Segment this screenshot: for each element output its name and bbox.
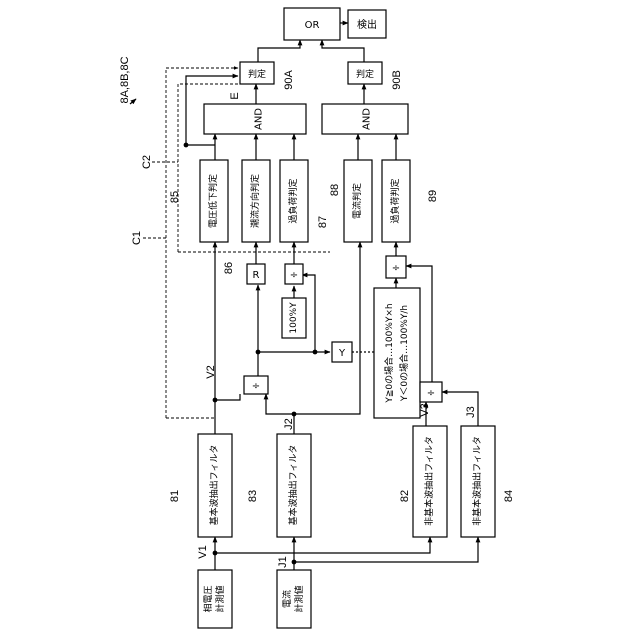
svg-text:計測値: 計測値 [293, 585, 305, 612]
svg-text:÷: ÷ [290, 270, 298, 281]
fundamental-filter-83: 基本波抽出フィルタ [277, 434, 311, 537]
svg-text:非基本波抽出フィルタ: 非基本波抽出フィルタ [423, 436, 435, 526]
svg-text:非基本波抽出フィルタ: 非基本波抽出フィルタ [471, 436, 483, 526]
svg-text:AND: AND [362, 108, 373, 130]
fundamental-filter-81: 基本波抽出フィルタ [198, 434, 232, 537]
label-90a: 90A [283, 70, 295, 90]
svg-text:OR: OR [305, 20, 320, 31]
svg-text:電流: 電流 [281, 590, 293, 608]
svg-text:検出: 検出 [357, 18, 377, 31]
y-block: Y [332, 342, 352, 362]
judge-block-a: 判定 [240, 62, 274, 84]
svg-text:基本波抽出フィルタ: 基本波抽出フィルタ [287, 445, 299, 526]
overload-judge-a: 過負荷判定 [280, 160, 308, 242]
svg-text:AND: AND [254, 108, 265, 130]
label-j3: J3 [465, 406, 477, 418]
divider-1: ÷ [244, 376, 268, 394]
svg-text:電流判定: 電流判定 [351, 183, 363, 219]
label-88: 88 [329, 184, 341, 196]
divider-2: ÷ [285, 264, 303, 284]
label-e: E [229, 92, 241, 99]
label-j1: J1 [277, 556, 289, 568]
label-90b: 90B [391, 70, 403, 90]
figure-ref-label: 8A,8B,8C [119, 56, 131, 103]
svg-text:相電圧: 相電圧 [202, 585, 214, 612]
svg-text:R: R [253, 270, 260, 281]
label-j2: J2 [283, 418, 295, 430]
nonfundamental-filter-82: 非基本波抽出フィルタ [413, 426, 447, 537]
divider-4: ÷ [386, 256, 406, 278]
current-judge: 電流判定 [344, 160, 372, 242]
label-83: 83 [247, 490, 259, 502]
label-85: 85 [169, 191, 181, 203]
svg-text:過負荷判定: 過負荷判定 [287, 178, 299, 223]
overload-judge-b: 過負荷判定 [382, 160, 410, 242]
svg-text:Y＜0の場合…100%Y/h: Y＜0の場合…100%Y/h [398, 305, 410, 402]
and-gate-a: AND [204, 104, 306, 134]
label-c2: C2 [141, 155, 153, 169]
ref-100-block: 100%Y [282, 298, 306, 338]
label-82: 82 [399, 490, 411, 502]
or-gate: OR [284, 8, 340, 40]
r-block: R [247, 264, 265, 284]
label-86: 86 [223, 262, 235, 274]
label-81: 81 [169, 490, 181, 502]
current-meter: 電流 計測値 [277, 570, 311, 628]
svg-text:過負荷判定: 過負荷判定 [389, 178, 401, 223]
label-v2: V2 [205, 365, 217, 378]
svg-text:100%Y: 100%Y [289, 302, 299, 334]
svg-text:÷: ÷ [252, 381, 260, 392]
svg-text:Y≧0の場合…100%Y×h: Y≧0の場合…100%Y×h [383, 303, 395, 403]
condition-block: Y≧0の場合…100%Y×h Y＜0の場合…100%Y/h [374, 288, 420, 418]
svg-text:計測値: 計測値 [214, 585, 226, 612]
svg-text:÷: ÷ [392, 263, 400, 274]
nonfundamental-filter-84: 非基本波抽出フィルタ [461, 426, 495, 537]
svg-text:Y: Y [338, 348, 346, 359]
detect-block: 検出 [348, 10, 386, 38]
label-v3: V3 [419, 403, 431, 416]
svg-text:÷: ÷ [427, 388, 435, 399]
reference-labels: 8A,8B,8C 90A 90B E C2 C1 85 86 87 88 89 … [119, 56, 515, 567]
voltage-drop-judge: 電圧低下判定 [200, 160, 228, 242]
judge-block-b: 判定 [348, 62, 382, 84]
label-v1: V1 [197, 545, 209, 558]
label-c1: C1 [131, 231, 143, 245]
svg-text:電圧低下判定: 電圧低下判定 [207, 174, 219, 228]
label-89: 89 [427, 190, 439, 202]
svg-text:基本波抽出フィルタ: 基本波抽出フィルタ [208, 445, 220, 526]
phase-voltage-meter: 相電圧 計測値 [198, 570, 232, 628]
svg-text:判定: 判定 [248, 68, 266, 80]
label-87: 87 [317, 216, 329, 228]
flow-direction-judge: 潮流方向判定 [242, 160, 270, 242]
and-gate-b: AND [322, 104, 408, 134]
divider-3: ÷ [420, 382, 442, 402]
svg-text:潮流方向判定: 潮流方向判定 [249, 174, 261, 228]
label-84: 84 [503, 490, 515, 502]
svg-text:判定: 判定 [356, 68, 374, 80]
